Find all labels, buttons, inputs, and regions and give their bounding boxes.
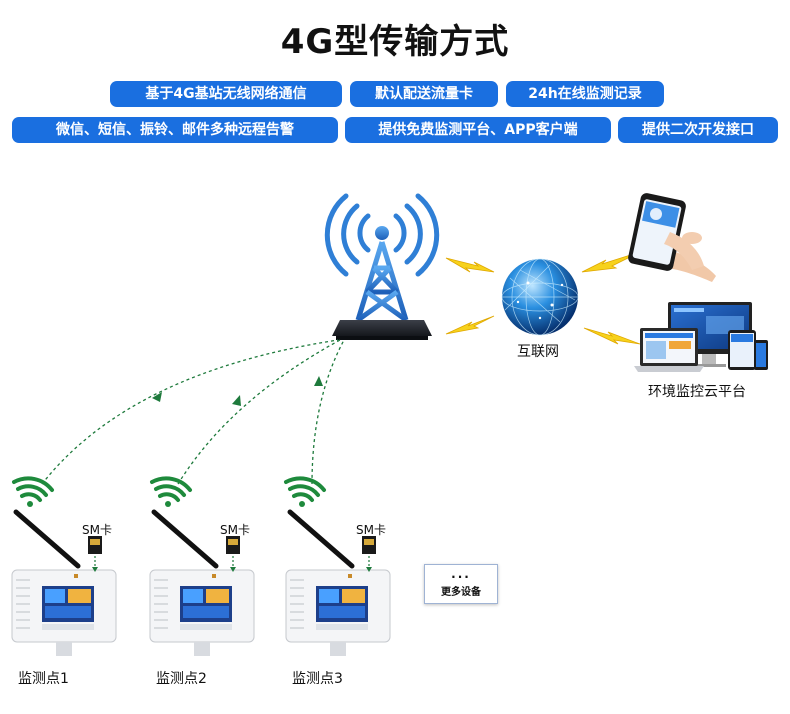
smartphone-app-icon (628, 193, 716, 282)
arrowhead-icon (152, 376, 323, 406)
sim-card-label-1: SM卡 (82, 523, 112, 537)
sim-card-label-2: SM卡 (220, 523, 250, 537)
feature-pill-remote-alarm: 微信、短信、振铃、邮件多种远程告警 (12, 117, 338, 143)
sensor-device-1 (11, 476, 117, 656)
wifi-icon-2 (150, 476, 192, 502)
more-dots: ... (451, 567, 471, 581)
monitor-point-label-1: 监测点1 (18, 671, 69, 687)
cloud-platform-devices-icon (634, 302, 768, 372)
feature-pill-4g-network: 基于4G基站无线网络通信 (110, 81, 342, 107)
cell-tower-icon (324, 193, 440, 340)
internet-globe-icon (501, 258, 579, 336)
monitor-point-label-3: 监测点3 (292, 671, 343, 687)
signal-path-arrows (41, 339, 345, 485)
wifi-icon-1 (12, 476, 54, 502)
platform-label: 环境监控云平台 (648, 384, 746, 400)
internet-label: 互联网 (517, 344, 559, 360)
feature-pill-api: 提供二次开发接口 (618, 117, 778, 143)
feature-pill-platform-app: 提供免费监测平台、APP客户端 (345, 117, 611, 143)
page-title: 4G型传输方式 (280, 22, 510, 62)
feature-pill-24h-monitoring: 24h在线监测记录 (506, 81, 664, 107)
feature-pill-sim-card: 默认配送流量卡 (350, 81, 498, 107)
sim-card-label-3: SM卡 (356, 523, 386, 537)
more-devices-label: 更多设备 (441, 587, 481, 598)
wifi-icon-3 (284, 476, 326, 502)
monitor-point-label-2: 监测点2 (156, 671, 207, 687)
sensor-device-2 (149, 476, 255, 656)
sensor-device-3 (284, 476, 391, 656)
more-devices-box: ... 更多设备 (424, 564, 498, 604)
